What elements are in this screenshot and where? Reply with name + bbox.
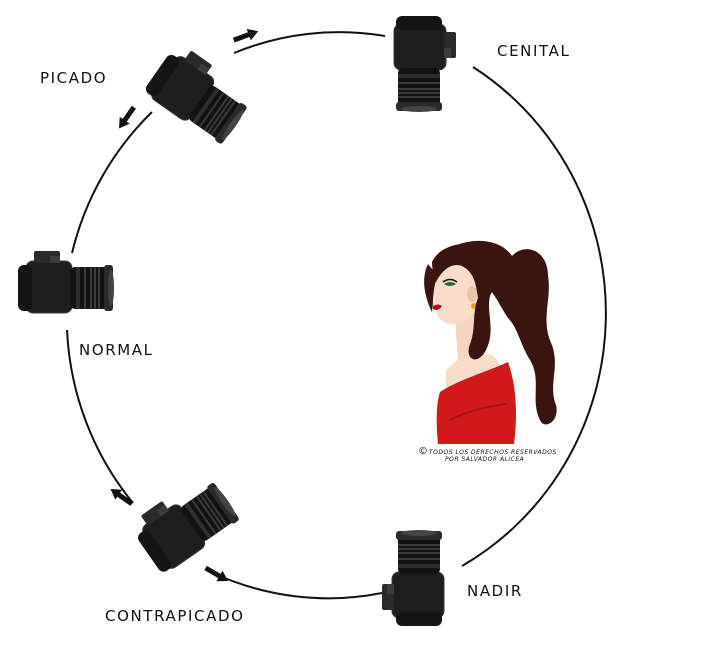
arrow-icon: [232, 26, 261, 46]
circle-arc-lower-left: [66, 329, 134, 504]
circle-arc-right: [461, 66, 607, 567]
label-nadir: NADIR: [467, 582, 523, 600]
circle-arc-top: [233, 31, 386, 54]
label-contrapicado: CONTRAPICADO: [105, 607, 245, 625]
copyright-line-2: POR SALVADOR ALICEA: [445, 456, 525, 463]
label-picado: PICADO: [40, 69, 108, 87]
camera-icon: [141, 40, 258, 148]
label-cenital: CENITAL: [497, 42, 571, 60]
arrow-icon: [203, 563, 232, 586]
label-normal: NORMAL: [79, 341, 154, 359]
camera-icon: [127, 469, 243, 577]
circle-arc-bottom: [210, 571, 383, 600]
camera-icon: [393, 15, 457, 113]
arrow-icon: [114, 104, 139, 132]
camera-icon: [17, 250, 115, 314]
circle-arc-upper-left: [71, 111, 153, 254]
woman-illustration: [424, 240, 557, 444]
copyright-line-1: TODOS LOS DERECHOS RESERVADOS: [429, 449, 557, 456]
copyright-symbol: ©: [418, 446, 429, 457]
camera-icon: [381, 529, 445, 627]
